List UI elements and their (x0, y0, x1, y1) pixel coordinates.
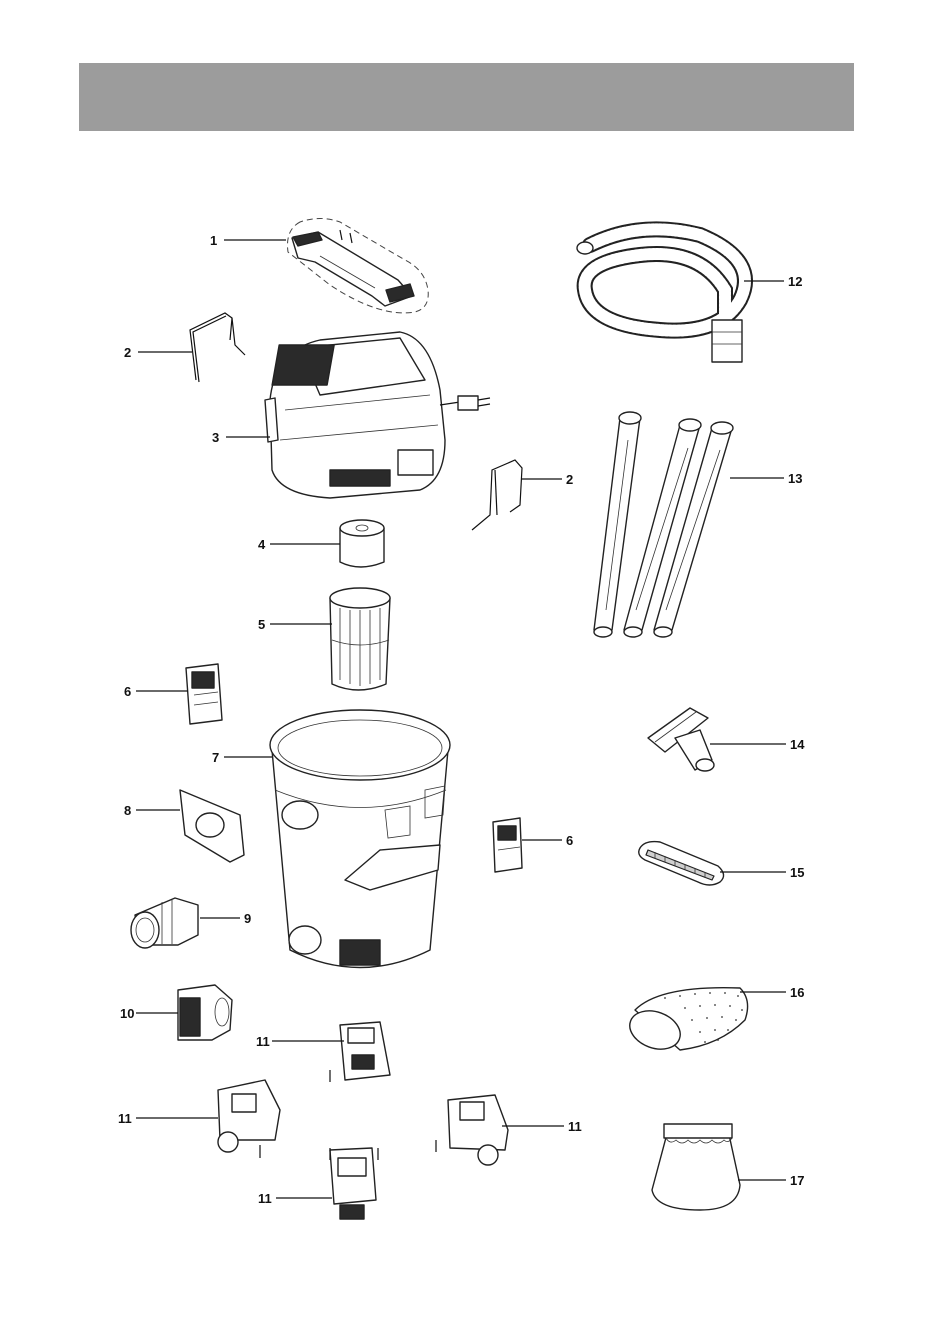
part-12: 12 (577, 229, 802, 362)
part-number: 1 (210, 233, 217, 248)
part-11-bottom: 11 (258, 1148, 378, 1219)
part-number: 4 (258, 537, 266, 552)
part-7: 7 (212, 710, 450, 968)
part-number: 10 (120, 1006, 134, 1021)
part-16: 16 (624, 985, 804, 1056)
part-13: 13 (594, 412, 802, 637)
part-number: 13 (788, 471, 802, 486)
part-number: 3 (212, 430, 219, 445)
part-17: 17 (652, 1124, 804, 1210)
part-number: 11 (258, 1191, 272, 1206)
part-number: 11 (256, 1034, 270, 1049)
utility-nozzle-icon (648, 708, 714, 771)
motor-head-icon (265, 332, 490, 498)
extension-wands-icon (594, 412, 733, 637)
brush-nozzle-icon (639, 842, 724, 885)
part-9: 9 (131, 898, 251, 948)
part-11-top: 11 (256, 1022, 390, 1082)
caster-wheel-icon (436, 1095, 508, 1165)
accessory-holder-icon (493, 818, 522, 872)
caster-foot-icon (330, 1022, 390, 1082)
part-1: 1 (210, 219, 428, 313)
part-number: 15 (790, 865, 804, 880)
part-2-right: 2 (472, 460, 573, 530)
part-6-left: 6 (124, 664, 222, 724)
caster-foot-icon (330, 1148, 378, 1219)
part-number: 2 (566, 472, 573, 487)
carry-handle-icon (288, 219, 429, 313)
caster-wheel-icon (218, 1080, 280, 1158)
collection-tank-icon (270, 710, 450, 968)
part-6-right: 6 (493, 818, 573, 872)
filter-cage-icon (330, 588, 390, 690)
part-number: 14 (790, 737, 805, 752)
hose-connector-icon (178, 985, 232, 1040)
part-11-left: 11 (118, 1080, 280, 1158)
part-number: 17 (790, 1173, 804, 1188)
dust-bag-icon (652, 1124, 740, 1210)
part-15: 15 (639, 842, 805, 885)
part-number: 11 (568, 1119, 582, 1134)
part-number: 16 (790, 985, 804, 1000)
wire-latch-clip-icon (472, 460, 522, 530)
inlet-cover-icon (180, 790, 244, 862)
part-number: 11 (118, 1111, 132, 1126)
part-number: 6 (566, 833, 573, 848)
part-3: 3 (212, 332, 490, 498)
accessory-holder-icon (186, 664, 222, 724)
foam-sleeve-icon (624, 988, 747, 1056)
flexible-hose-icon (577, 229, 745, 362)
wire-latch-clip-icon (190, 313, 245, 382)
part-number: 12 (788, 274, 802, 289)
part-11-right: 11 (436, 1095, 582, 1165)
part-14: 14 (648, 708, 805, 771)
part-2-left: 2 (124, 313, 245, 382)
part-number: 9 (244, 911, 251, 926)
part-number: 6 (124, 684, 131, 699)
part-number: 7 (212, 750, 219, 765)
part-number: 5 (258, 617, 265, 632)
part-8: 8 (124, 790, 244, 862)
part-number: 2 (124, 345, 131, 360)
hose-adapter-icon (131, 898, 198, 948)
foam-filter-icon (340, 520, 384, 567)
part-4: 4 (258, 520, 384, 567)
part-number: 8 (124, 803, 131, 818)
part-10: 10 (120, 985, 232, 1040)
part-5: 5 (258, 588, 390, 690)
